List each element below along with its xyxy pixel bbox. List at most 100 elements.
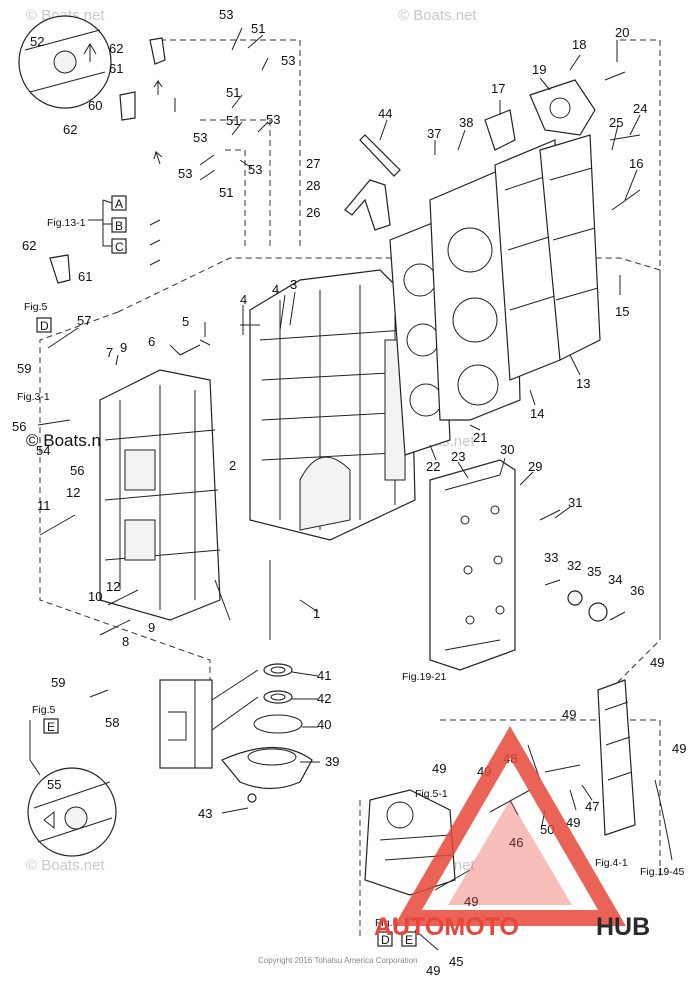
callout-60: 60 xyxy=(88,98,102,113)
callout-53: 53 xyxy=(178,166,192,181)
callout-51: 51 xyxy=(226,113,240,128)
box-letter-e-bottom: E xyxy=(405,933,413,947)
callout-17: 17 xyxy=(491,81,505,96)
callout-1: 1 xyxy=(313,606,320,621)
callout-26: 26 xyxy=(306,205,320,220)
callout-18: 18 xyxy=(572,37,586,52)
callout-61: 61 xyxy=(78,269,92,284)
callout-35: 35 xyxy=(587,564,601,579)
brand-name-part-a: AUTOMOTO xyxy=(374,913,519,941)
callout-36: 36 xyxy=(630,583,644,598)
brand-logo: AUTOMOTO HUB xyxy=(374,726,650,941)
callout-32: 32 xyxy=(567,558,581,573)
box-letter-a: A xyxy=(115,197,123,211)
callout-28: 28 xyxy=(306,178,320,193)
fig-ref-19-45: Fig.19-45 xyxy=(640,866,685,878)
exhaust-cover xyxy=(539,134,601,361)
callout-9: 9 xyxy=(120,340,127,355)
detail-circle-52 xyxy=(18,15,112,109)
callout-53: 53 xyxy=(266,112,280,127)
callout-44: 44 xyxy=(378,106,392,121)
callout-49: 49 xyxy=(566,815,580,830)
callout-49: 49 xyxy=(464,894,478,909)
callout-19: 19 xyxy=(532,62,546,77)
callout-49: 49 xyxy=(672,741,686,756)
callout-29: 29 xyxy=(528,459,542,474)
callout-5: 5 xyxy=(182,314,189,329)
callout-43: 43 xyxy=(198,806,212,821)
callout-23: 23 xyxy=(451,449,465,464)
callout-51: 51 xyxy=(219,185,233,200)
box-letter-d-bottom: D xyxy=(381,933,390,947)
callout-49: 49 xyxy=(562,707,576,722)
callout-62: 62 xyxy=(22,238,36,253)
callout-49: 49 xyxy=(650,655,664,670)
callout-31: 31 xyxy=(568,495,582,510)
fig-ref-3-1: Fig.3-1 xyxy=(17,391,50,403)
callout-59: 59 xyxy=(17,361,31,376)
callout-16: 16 xyxy=(629,156,643,171)
callout-33: 33 xyxy=(544,550,558,565)
callout-54: 54 xyxy=(36,443,50,458)
callout-11: 11 xyxy=(37,498,51,513)
callout-39: 39 xyxy=(325,754,339,769)
callout-47: 47 xyxy=(585,799,599,814)
callout-22: 22 xyxy=(426,459,440,474)
callout-53: 53 xyxy=(193,130,207,145)
fig-ref-5-top: Fig.5 xyxy=(24,301,48,313)
detail-circle-55 xyxy=(27,767,117,857)
callout-42: 42 xyxy=(317,691,331,706)
callout-9: 9 xyxy=(148,620,155,635)
cylinder-block xyxy=(249,269,416,541)
callout-53: 53 xyxy=(248,162,262,177)
callout-labels: 53 51 62 61 53 52 51 60 62 53 53 51 53 5… xyxy=(12,7,686,978)
bracket xyxy=(344,179,391,231)
callout-55: 55 xyxy=(47,777,61,792)
callout-12: 12 xyxy=(66,485,80,500)
assembly-outline-bottom xyxy=(359,719,661,940)
callout-7: 7 xyxy=(106,345,113,360)
callout-2: 2 xyxy=(229,458,236,473)
spark-plug xyxy=(359,134,401,177)
callout-59: 59 xyxy=(51,675,65,690)
callout-57: 57 xyxy=(77,313,91,328)
box-letter-d-top: D xyxy=(40,319,49,333)
fig-ref-5-1: Fig.5-1 xyxy=(415,788,448,800)
fig-ref-4-1: Fig.4-1 xyxy=(595,857,628,869)
callout-12: 12 xyxy=(106,579,120,594)
callout-51: 51 xyxy=(226,85,240,100)
callout-20: 20 xyxy=(615,25,629,40)
o-ring-40 xyxy=(253,714,303,734)
callout-49: 49 xyxy=(426,963,440,978)
brand-name-part-b: HUB xyxy=(596,913,650,941)
flow-arrows xyxy=(153,79,176,165)
callout-37: 37 xyxy=(427,126,441,141)
watermark-top-right: © Boats.net xyxy=(398,7,477,24)
box-letter-e-left: E xyxy=(47,720,55,734)
callout-13: 13 xyxy=(576,376,590,391)
box-letters: A B C D E D E xyxy=(36,195,417,947)
water-pump-housing xyxy=(364,789,456,896)
oil-seal-42 xyxy=(263,690,293,704)
callout-10: 10 xyxy=(88,589,102,604)
assembly-outline-right xyxy=(620,39,661,640)
callout-34: 34 xyxy=(608,572,622,587)
callout-62: 62 xyxy=(63,122,77,137)
crankcase-half xyxy=(99,369,221,621)
callout-61: 61 xyxy=(109,61,123,76)
callout-53: 53 xyxy=(281,53,295,68)
callout-24: 24 xyxy=(633,101,647,116)
fig-ref-5-left: Fig.5 xyxy=(32,704,56,716)
callout-56: 56 xyxy=(70,463,84,478)
watermark-mid-left: © Boats.net xyxy=(26,431,115,450)
callout-27: 27 xyxy=(306,156,320,171)
callout-4: 4 xyxy=(240,292,247,307)
seal-retainer xyxy=(221,746,313,790)
water-tube-assembly xyxy=(597,679,636,836)
callout-51: 51 xyxy=(251,21,265,36)
callout-8: 8 xyxy=(122,634,129,649)
callout-21: 21 xyxy=(473,430,487,445)
callout-40: 40 xyxy=(317,717,331,732)
copyright-text: Copyright 2016 Tohatsu America Corporati… xyxy=(258,956,418,965)
callout-30: 30 xyxy=(500,442,514,457)
